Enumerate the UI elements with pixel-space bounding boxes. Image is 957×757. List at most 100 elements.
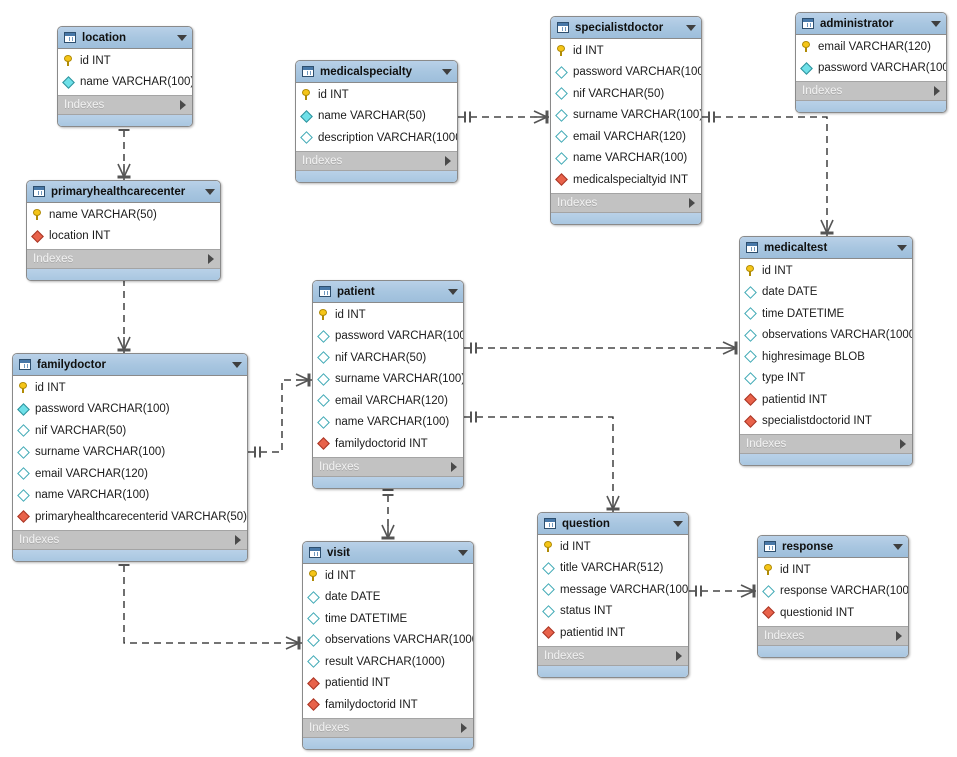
column-row[interactable]: highresimage BLOB <box>740 346 912 368</box>
indexes-section-response[interactable]: Indexes <box>758 625 908 645</box>
column-row[interactable]: id INT <box>740 260 912 282</box>
column-row[interactable]: observations VARCHAR(1000) <box>303 630 473 652</box>
chevron-right-icon[interactable] <box>934 86 940 96</box>
column-row[interactable]: id INT <box>551 40 701 62</box>
column-row[interactable]: questionid INT <box>758 602 908 624</box>
table-header-visit[interactable]: visit <box>303 542 473 564</box>
column-row[interactable]: name VARCHAR(50) <box>296 106 457 128</box>
indexes-section-administrator[interactable]: Indexes <box>796 81 946 100</box>
chevron-down-icon[interactable] <box>673 520 683 527</box>
column-row[interactable]: title VARCHAR(512) <box>538 558 688 580</box>
column-row[interactable]: familydoctorid INT <box>303 694 473 716</box>
table-header-administrator[interactable]: administrator <box>796 13 946 35</box>
column-row[interactable]: id INT <box>13 377 247 399</box>
column-row[interactable]: familydoctorid INT <box>313 433 463 455</box>
table-header-medicalspecialty[interactable]: medicalspecialty <box>296 61 457 83</box>
column-row[interactable]: description VARCHAR(1000) <box>296 127 457 149</box>
chevron-right-icon[interactable] <box>900 439 906 449</box>
column-row[interactable]: id INT <box>758 559 908 581</box>
column-row[interactable]: name VARCHAR(100) <box>58 72 192 94</box>
column-row[interactable]: observations VARCHAR(1000) <box>740 325 912 347</box>
column-row[interactable]: primaryhealthcarecenterid VARCHAR(50) <box>13 506 247 528</box>
table-header-response[interactable]: response <box>758 536 908 558</box>
chevron-down-icon[interactable] <box>448 288 458 295</box>
chevron-down-icon[interactable] <box>686 24 696 31</box>
chevron-down-icon[interactable] <box>931 20 941 27</box>
indexes-section-primaryhealthcarecenter[interactable]: Indexes <box>27 249 220 268</box>
column-row[interactable]: nif VARCHAR(50) <box>13 420 247 442</box>
column-row[interactable]: patientid INT <box>303 673 473 695</box>
chevron-down-icon[interactable] <box>177 34 187 41</box>
chevron-down-icon[interactable] <box>893 543 903 550</box>
indexes-section-patient[interactable]: Indexes <box>313 456 463 476</box>
column-row[interactable]: patientid INT <box>740 389 912 411</box>
chevron-right-icon[interactable] <box>896 630 902 641</box>
indexes-section-familydoctor[interactable]: Indexes <box>13 529 247 549</box>
chevron-down-icon[interactable] <box>458 549 468 556</box>
column-row[interactable]: name VARCHAR(100) <box>313 412 463 434</box>
table-header-familydoctor[interactable]: familydoctor <box>13 354 247 376</box>
column-row[interactable]: nif VARCHAR(50) <box>313 347 463 369</box>
indexes-section-visit[interactable]: Indexes <box>303 717 473 737</box>
chevron-right-icon[interactable] <box>461 722 467 733</box>
chevron-down-icon[interactable] <box>232 361 242 368</box>
column-row[interactable]: result VARCHAR(1000) <box>303 651 473 673</box>
chevron-down-icon[interactable] <box>897 244 907 251</box>
chevron-right-icon[interactable] <box>445 155 451 166</box>
column-row[interactable]: name VARCHAR(50) <box>27 204 220 226</box>
column-row[interactable]: message VARCHAR(1000) <box>538 579 688 601</box>
column-row[interactable]: password VARCHAR(100) <box>796 58 946 80</box>
indexes-section-specialistdoctor[interactable]: Indexes <box>551 192 701 212</box>
chevron-right-icon[interactable] <box>208 254 214 264</box>
chevron-right-icon[interactable] <box>235 534 241 545</box>
column-row[interactable]: location INT <box>27 226 220 248</box>
column-row[interactable]: id INT <box>296 84 457 106</box>
column-row[interactable]: response VARCHAR(1000) <box>758 581 908 603</box>
indexes-section-location[interactable]: Indexes <box>58 95 192 114</box>
column-row[interactable]: patientid INT <box>538 622 688 644</box>
indexes-section-medicalspecialty[interactable]: Indexes <box>296 150 457 170</box>
column-row[interactable]: nif VARCHAR(50) <box>551 83 701 105</box>
column-row[interactable]: time DATETIME <box>303 608 473 630</box>
column-row[interactable]: name VARCHAR(100) <box>551 148 701 170</box>
table-header-question[interactable]: question <box>538 513 688 535</box>
column-row[interactable]: specialistdoctorid INT <box>740 411 912 433</box>
column-row[interactable]: password VARCHAR(100) <box>313 326 463 348</box>
column-row[interactable]: medicalspecialtyid INT <box>551 169 701 191</box>
column-row[interactable]: password VARCHAR(100) <box>13 399 247 421</box>
chevron-down-icon[interactable] <box>442 68 452 75</box>
column-row[interactable]: surname VARCHAR(100) <box>313 369 463 391</box>
column-row[interactable]: surname VARCHAR(100) <box>13 442 247 464</box>
chevron-down-icon[interactable] <box>205 188 215 195</box>
chevron-right-icon[interactable] <box>676 650 682 661</box>
column-row[interactable]: type INT <box>740 368 912 390</box>
table-header-medicaltest[interactable]: medicaltest <box>740 237 912 259</box>
column-row[interactable]: email VARCHAR(120) <box>551 126 701 148</box>
chevron-right-icon[interactable] <box>689 197 695 208</box>
column-row[interactable]: id INT <box>538 536 688 558</box>
table-header-primaryhealthcarecenter[interactable]: primaryhealthcarecenter <box>27 181 220 203</box>
column-row[interactable]: surname VARCHAR(100) <box>551 105 701 127</box>
chevron-right-icon[interactable] <box>451 461 457 472</box>
column-row[interactable]: id INT <box>58 50 192 72</box>
chevron-right-icon[interactable] <box>180 100 186 110</box>
table-header-location[interactable]: location <box>58 27 192 49</box>
table-header-specialistdoctor[interactable]: specialistdoctor <box>551 17 701 39</box>
column-row[interactable]: date DATE <box>303 587 473 609</box>
column-row[interactable]: name VARCHAR(100) <box>13 485 247 507</box>
indexes-section-question[interactable]: Indexes <box>538 645 688 665</box>
indexes-section-medicaltest[interactable]: Indexes <box>740 434 912 453</box>
column-row[interactable]: email VARCHAR(120) <box>13 463 247 485</box>
